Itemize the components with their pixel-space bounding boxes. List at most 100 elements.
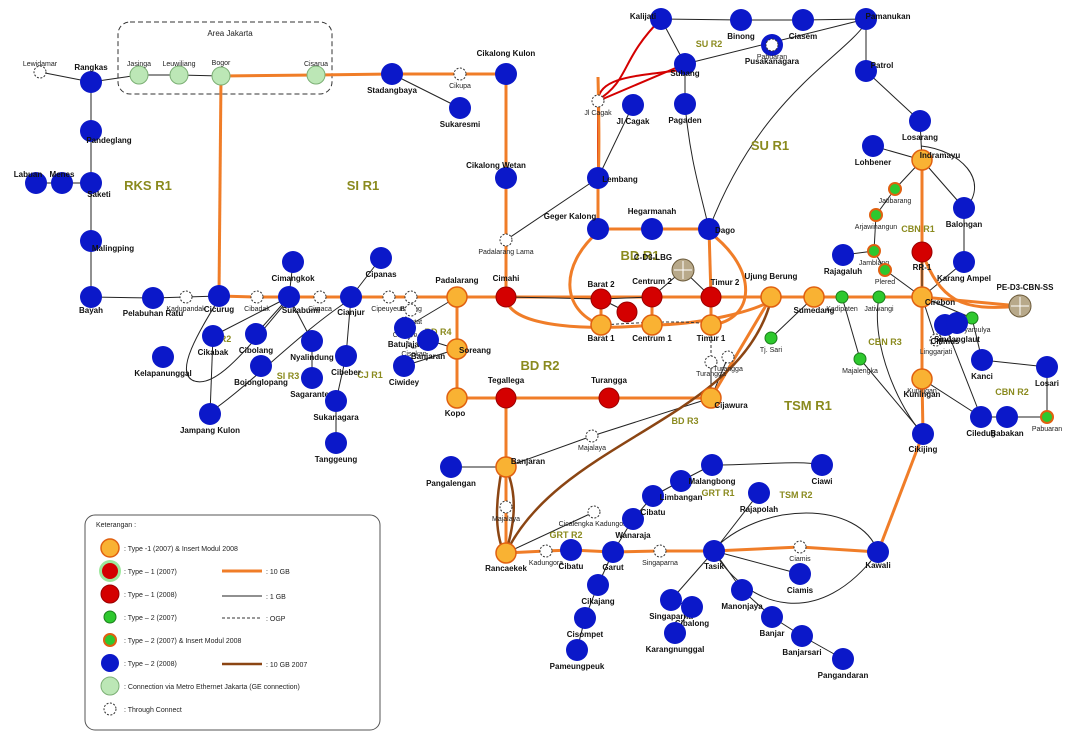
node-lembang[interactable]: Lembang <box>587 167 638 189</box>
node-pamanukan[interactable]: Pamanukan <box>855 8 911 30</box>
node-saketi[interactable]: Saketi <box>80 172 111 199</box>
node-centrum1[interactable]: Centrum 1 <box>632 314 672 343</box>
node-wanaraja[interactable]: Wanaraja <box>615 508 651 540</box>
node-banjar[interactable]: Banjar <box>760 606 785 638</box>
node-kawali[interactable]: Kawali <box>865 541 891 570</box>
node-bayah[interactable]: Bayah <box>79 286 103 315</box>
node-tanggeung[interactable]: Tanggeung <box>315 432 358 464</box>
node-pangandaran[interactable]: Pangandaran <box>818 648 869 680</box>
node-dago[interactable]: Dago <box>698 218 735 240</box>
node-sumedang[interactable]: Sumedang <box>794 286 835 315</box>
node-kadupandak[interactable]: Kadupandak <box>166 290 206 313</box>
node-sagaranten[interactable]: Sagaranten <box>290 367 334 399</box>
node-pagaden[interactable]: Pagaden <box>668 93 702 125</box>
node-nyalindung[interactable]: Nyalindung <box>290 330 334 362</box>
node-padalarang_lama[interactable]: Padalarang Lama <box>478 233 534 256</box>
node-cibolang[interactable]: Cibolang <box>239 323 273 355</box>
node-babakan[interactable]: Babakan <box>990 406 1024 438</box>
node-lewidamar[interactable]: Lewidamar <box>23 61 58 79</box>
node-cicurug[interactable]: Cicurug <box>204 285 234 314</box>
node-losarang[interactable]: Losarang <box>902 110 938 142</box>
node-jl_cagak[interactable]: Jl Cagak <box>617 94 650 126</box>
node-padalarang[interactable]: Padalarang <box>435 276 479 308</box>
node-centrum2[interactable]: Centrum 2 <box>632 277 672 308</box>
node-cimangkok[interactable]: Cimangkok <box>271 251 315 283</box>
node-tegallega[interactable]: Tegallega <box>488 376 525 409</box>
node-sukaresmi[interactable]: Sukaresmi <box>440 97 480 129</box>
node-cibatu[interactable]: Cibatu <box>559 539 584 571</box>
node-cikajang[interactable]: Cikajang <box>581 574 615 606</box>
node-geger_kalong[interactable]: Geger Kalong <box>544 212 609 240</box>
node-ujung_berung[interactable]: Ujung Berung <box>745 272 798 308</box>
node-menes[interactable]: Menes <box>50 170 75 194</box>
node-cikalong_wetan[interactable]: Cikalong Wetan <box>466 161 526 189</box>
node-cbn_r1_node[interactable]: RR-1 <box>911 241 933 272</box>
node-banjaran_bd4[interactable]: Banjaran <box>411 329 445 361</box>
node-cikijing[interactable]: Cikijing <box>909 423 938 454</box>
node-ciamis[interactable]: Ciamis <box>787 563 814 595</box>
node-majalaya[interactable]: Majalaya <box>578 429 606 452</box>
node-cirebon[interactable]: Cirebon <box>911 286 955 308</box>
node-stadangbaya[interactable]: Stadangbaya <box>367 63 417 95</box>
node-pabuaran[interactable]: Pabuaran <box>757 38 787 61</box>
node-cisarua[interactable]: Cisarua <box>304 61 328 85</box>
node-cianjur[interactable]: Cianjur <box>337 286 365 317</box>
node-kopo[interactable]: Kopo <box>445 387 468 418</box>
node-cibatu2[interactable]: Cibatu <box>641 485 666 517</box>
node-ciamis_tc[interactable]: Ciamis <box>789 540 811 563</box>
node-cibadak[interactable]: Cibadak <box>244 290 270 313</box>
node-patrol[interactable]: Patrol <box>855 60 893 82</box>
node-jampang_kulon[interactable]: Jampang Kulon <box>180 403 240 435</box>
node-rancaekek[interactable]: Rancaekek <box>485 542 527 573</box>
node-cibalong[interactable]: Cibalong <box>675 596 709 628</box>
node-labuan[interactable]: Labuan <box>14 170 47 194</box>
node-centrum_mid[interactable] <box>616 301 638 323</box>
node-manonjaya[interactable]: Manonjaya <box>721 579 763 611</box>
node-cikabak[interactable]: Cikabak <box>198 325 229 357</box>
node-jt_cagak1[interactable]: Jl Cagak <box>584 94 612 117</box>
node-barat2[interactable]: Barat 2 <box>587 280 615 310</box>
node-subang[interactable]: Subang <box>670 53 700 78</box>
node-arjawinangun[interactable]: Arjawinangun <box>855 208 898 231</box>
node-rangkas[interactable]: Rangkas <box>74 63 108 93</box>
node-rajapolah[interactable]: Rajapolah <box>740 482 778 514</box>
node-ciledug[interactable]: Ciledug <box>966 406 996 438</box>
node-pameungpeuk[interactable]: Pameungpeuk <box>550 639 605 671</box>
node-cimahi[interactable]: Cimahi <box>493 274 520 308</box>
node-pelabuhan_ratu[interactable]: Pelabuhan Ratu <box>123 287 184 318</box>
node-cimaca[interactable]: Cimaca <box>308 290 332 313</box>
node-lingga[interactable]: Linggarjati <box>920 333 953 356</box>
node-tanjung_sari[interactable]: Tj. Sari <box>760 331 783 354</box>
node-singaparna[interactable]: Singaparna <box>649 589 693 621</box>
node-pd_rangkas[interactable]: Pandeglang <box>80 120 132 145</box>
node-cijawura[interactable]: Cijawura <box>700 387 748 410</box>
node-cikupa[interactable]: Cikupa <box>449 67 471 90</box>
node-jamblang[interactable]: Jamblang <box>859 244 889 267</box>
node-indramayu[interactable]: Indramayu <box>911 149 960 171</box>
node-ciasem[interactable]: Ciasem <box>789 9 817 41</box>
node-majalengka[interactable]: Majalengka <box>842 352 878 375</box>
node-jasinga[interactable]: Jasinga <box>127 61 151 85</box>
node-jatibarang[interactable]: Jatibarang <box>879 182 912 205</box>
node-pangalengan[interactable]: Pangalengan <box>426 456 476 488</box>
node-jatiwangi[interactable]: Jatiwangi <box>864 290 894 313</box>
node-karangnunggal[interactable]: Karangnunggal <box>646 622 705 654</box>
node-kadipaten[interactable]: Kadipaten <box>826 290 858 313</box>
node-turangga2[interactable]: Turangga <box>713 350 743 373</box>
node-singaparna_tc[interactable]: Singaparna <box>642 544 678 567</box>
node-kuningan_b[interactable]: Kuningan <box>904 368 941 399</box>
node-ciwidey[interactable]: Ciwidey <box>389 355 420 387</box>
node-kalijati[interactable]: Kalijati <box>630 8 672 30</box>
node-binong[interactable]: Binong <box>727 9 755 41</box>
node-kanci[interactable]: Kanci <box>971 349 993 381</box>
node-timur2[interactable]: Timur 2 <box>700 278 740 308</box>
node-sindanglaut[interactable]: Sindanglaut <box>934 312 980 344</box>
node-turangga1[interactable]: Turangga <box>696 355 726 378</box>
node-balongan[interactable]: Balongan <box>946 197 983 229</box>
node-timur1[interactable]: Timur 1 <box>697 314 726 343</box>
node-pabuaran2[interactable]: Pabuaran <box>1032 410 1062 433</box>
node-turangga_t[interactable]: Turangga <box>591 376 627 409</box>
node-ciawi[interactable]: Ciawi <box>811 454 833 486</box>
node-malangbong[interactable]: Malangbong <box>688 454 736 486</box>
node-cisompet[interactable]: Cisompet <box>567 607 604 639</box>
